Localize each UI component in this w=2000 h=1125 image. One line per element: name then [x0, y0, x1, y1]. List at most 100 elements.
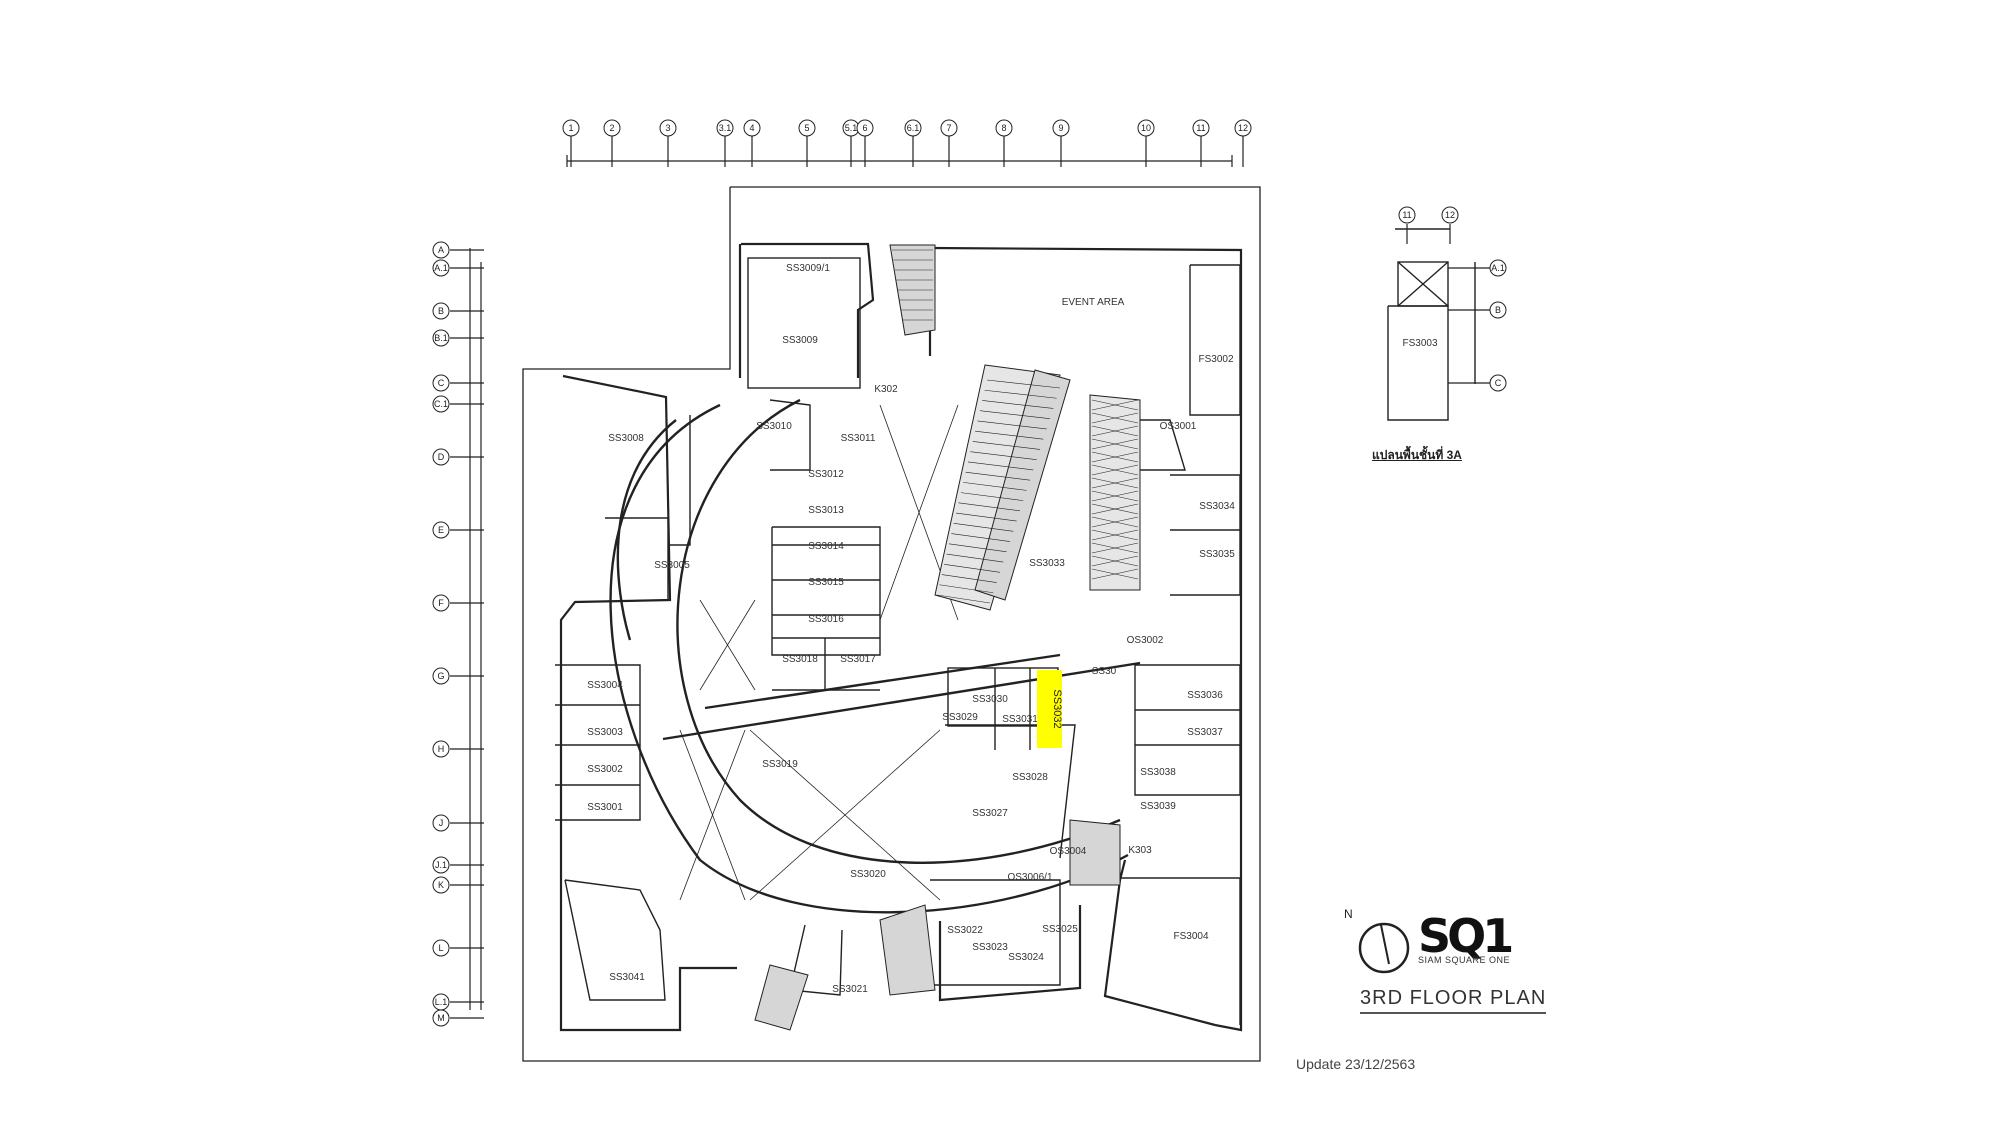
inset-row-marker: C	[1489, 374, 1507, 392]
column-grid-marker: 8	[995, 119, 1013, 137]
row-grid-marker-label: M	[437, 1013, 445, 1023]
escalator-step	[1091, 451, 1139, 463]
escalator-step	[1091, 516, 1139, 528]
outer-boundary	[522, 186, 1261, 1062]
escalator-step	[939, 584, 994, 594]
unit-label: SS3038	[1140, 767, 1176, 778]
escalator-step	[977, 420, 1047, 430]
column-grid-marker: 7	[940, 119, 958, 137]
inset-row-marker-label: A.1	[1491, 263, 1505, 273]
row-grid-marker-label: B.1	[434, 333, 448, 343]
unit-label: K303	[1128, 845, 1152, 856]
column-grid-marker: 2	[603, 119, 621, 137]
column-grid-marker-label: 6.1	[907, 123, 920, 133]
escalator-step	[1091, 438, 1139, 450]
row-grid-marker: L.1	[432, 993, 450, 1011]
escalator-step	[979, 410, 1051, 420]
unit-label: SS3037	[1187, 727, 1223, 738]
left-dimension-line	[469, 248, 482, 1010]
highlighted-unit-label: SS3032	[1051, 689, 1063, 728]
column-grid-marker: 3	[659, 119, 677, 137]
column-grid-marker-label: 4	[749, 123, 754, 133]
escalator-step	[1091, 542, 1139, 554]
escalator-step	[1091, 412, 1139, 424]
north-arrow-icon	[1358, 922, 1410, 974]
column-grid-marker: 10	[1137, 119, 1155, 137]
unit-label: SS3017	[840, 654, 876, 665]
unit-label: SS3023	[972, 942, 1008, 953]
escalator-step	[1091, 477, 1139, 489]
unit-label: SS3008	[608, 433, 644, 444]
row-grid-marker: B	[432, 302, 450, 320]
column-grid-marker: 1	[562, 119, 580, 137]
unit-label: SS3031	[1002, 714, 1038, 725]
unit-label: SS3015	[808, 577, 844, 588]
column-grid-marker-label: 7	[946, 123, 951, 133]
escalator-step	[1091, 425, 1139, 437]
column-grid-marker-label: 1	[568, 123, 573, 133]
unit-label: FS3002	[1198, 354, 1233, 365]
escalator-step	[1091, 568, 1139, 580]
row-grid-marker-label: A.1	[434, 263, 448, 273]
column-grid-marker: 11	[1192, 119, 1210, 137]
siam-square-one-logo: SQ1	[1418, 909, 1514, 963]
row-grid-marker: A.1	[432, 259, 450, 277]
unit-label: SS3030	[972, 694, 1008, 705]
column-grid-marker: 12	[1234, 119, 1252, 137]
row-grid-marker-label: L	[438, 943, 443, 953]
column-grid-marker: 6	[856, 119, 874, 137]
inset-row-marker-label: B	[1495, 305, 1501, 315]
unit-partitions	[555, 257, 1241, 1025]
escalator-step	[1091, 464, 1139, 476]
unit-label: SS3010	[756, 421, 792, 432]
row-grid-marker: G	[432, 667, 450, 685]
row-grid-marker: F	[432, 594, 450, 612]
column-grid-marker-label: 3	[665, 123, 670, 133]
unit-label: SS3001	[587, 802, 623, 813]
unit-label: SS3016	[808, 614, 844, 625]
unit-label: SS3025	[1042, 924, 1078, 935]
unit-label: K302	[874, 384, 898, 395]
inset-plan-3a	[1387, 228, 1476, 421]
escalator-step	[982, 400, 1054, 409]
row-grid-marker: J.1	[432, 856, 450, 874]
unit-label: SS3013	[808, 505, 844, 516]
row-grid-marker-label: G	[437, 671, 444, 681]
column-grid-marker: 3.1	[716, 119, 734, 137]
unit-label: SS3004	[587, 680, 623, 691]
row-grid-marker-label: J.1	[435, 860, 447, 870]
escalator-step	[951, 533, 1011, 542]
unit-label: SS3011	[841, 433, 876, 444]
unit-label: OS3001	[1160, 421, 1197, 432]
escalator-step	[1091, 555, 1139, 567]
unit-label: SS3018	[782, 654, 818, 665]
row-grid-marker: C	[432, 374, 450, 392]
escalator-step	[963, 482, 1027, 491]
escalator-step	[965, 471, 1031, 481]
column-grid-marker: 6.1	[904, 119, 922, 137]
column-grid-marker-label: 11	[1196, 123, 1205, 133]
escalator-step	[960, 492, 1024, 501]
inset-column-marker-label: 11	[1402, 210, 1411, 220]
row-grid-marker: A	[432, 241, 450, 259]
unit-label: SS3021	[832, 984, 868, 995]
row-grid-marker-label: K	[438, 880, 444, 890]
unit-label: SS3027	[972, 808, 1008, 819]
column-grid-marker-label: 12	[1238, 123, 1248, 133]
escalator-step	[1091, 529, 1139, 541]
row-grid-marker: D	[432, 448, 450, 466]
escalator-step	[1091, 503, 1139, 515]
unit-label: SS3002	[587, 764, 623, 775]
row-grid-marker-label: F	[438, 598, 444, 608]
inset-column-marker: 11	[1398, 206, 1416, 224]
inset-column-marker-label: 12	[1445, 210, 1455, 220]
unit-label: SS3012	[808, 469, 844, 480]
inset-column-marker: 12	[1441, 206, 1459, 224]
unit-label: OS3006/1	[1007, 872, 1052, 883]
escalator-step	[946, 553, 1004, 563]
escalator-step	[948, 543, 1007, 553]
column-grid-marker: 9	[1052, 119, 1070, 137]
